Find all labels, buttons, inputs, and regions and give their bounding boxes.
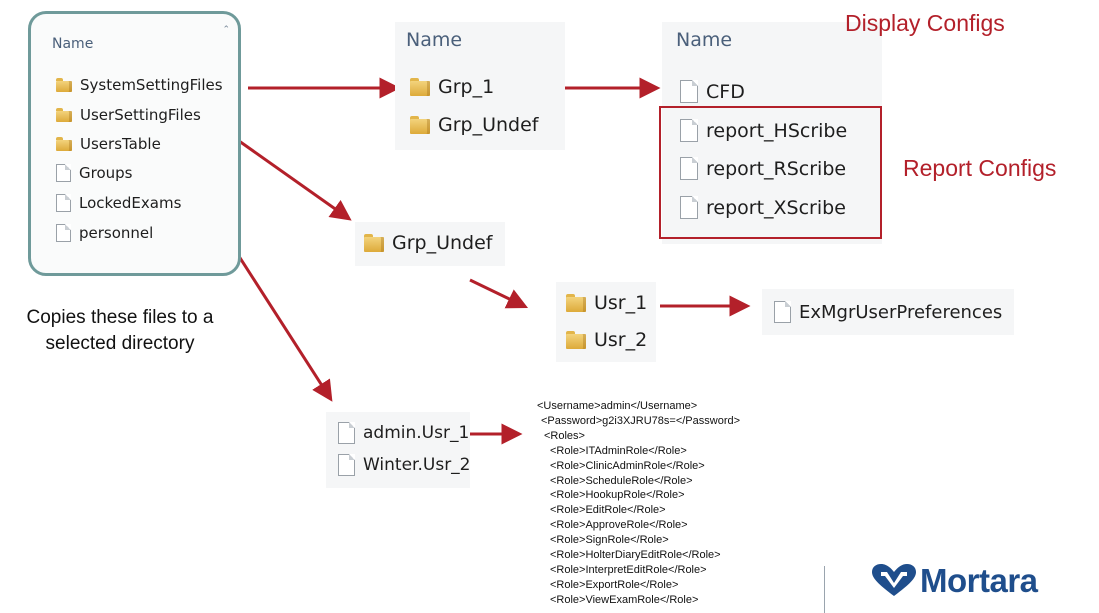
file-icon bbox=[680, 157, 698, 180]
xml-line: <Role>HolterDiaryEditRole</Role> bbox=[550, 549, 721, 562]
file-report-hscribe[interactable]: report_HScribe bbox=[680, 119, 847, 142]
arrow-grpundef-to-usr bbox=[469, 278, 529, 309]
file-admin-usr1[interactable]: admin.Usr_1 bbox=[338, 422, 469, 444]
xml-line: <Username>admin</Username> bbox=[537, 400, 698, 412]
xml-line: <Role>ClinicAdminRole</Role> bbox=[550, 459, 705, 472]
preferences-panel bbox=[762, 289, 1014, 335]
xml-line: <Role>ITAdminRole</Role> bbox=[550, 444, 687, 457]
file-icon bbox=[56, 164, 71, 182]
xml-line: <Role>ViewExamRole</Role> bbox=[550, 593, 699, 606]
folder-icon bbox=[56, 137, 72, 152]
logo-text: Mortara bbox=[920, 562, 1038, 599]
explorer-item-personnel[interactable]: personnel bbox=[56, 224, 153, 242]
folder-icon bbox=[566, 294, 586, 312]
explorer-item-usersettingfiles[interactable]: UserSettingFiles bbox=[56, 106, 201, 124]
file-icon bbox=[680, 80, 698, 103]
file-exmgr-user-preferences[interactable]: ExMgrUserPreferences bbox=[774, 301, 1002, 323]
mortara-logo: Mortara bbox=[870, 562, 1038, 600]
file-report-xscribe[interactable]: report_XScribe bbox=[680, 196, 846, 219]
file-report-rscribe[interactable]: report_RScribe bbox=[680, 157, 846, 180]
folder-grp1[interactable]: Grp_1 bbox=[410, 76, 494, 98]
xml-snippet: <Username>admin</Username> <Password>g2i3… bbox=[537, 399, 740, 608]
xml-line: <Role>SignRole</Role> bbox=[550, 534, 669, 547]
folder-icon bbox=[566, 331, 586, 349]
file-icon bbox=[338, 422, 355, 444]
file-icon bbox=[56, 194, 71, 212]
folder-icon bbox=[56, 108, 72, 123]
xml-line: <Role>ScheduleRole</Role> bbox=[550, 474, 693, 487]
logo-divider bbox=[824, 566, 825, 613]
xml-line: <Password>g2i3XJRU78s=</Password> bbox=[541, 414, 741, 427]
xml-line: <Roles> bbox=[544, 429, 585, 442]
explorer-name-header[interactable]: Name bbox=[52, 36, 94, 52]
xml-line: <Role>EditRole</Role> bbox=[550, 504, 666, 517]
xml-line: <Role>HookupRole</Role> bbox=[550, 489, 685, 502]
explorer-item-userstable[interactable]: UsersTable bbox=[56, 135, 161, 153]
explorer-item-lockedexams[interactable]: LockedExams bbox=[56, 194, 181, 212]
xml-line: <Role>ExportRole</Role> bbox=[550, 578, 679, 591]
display-configs-label: Display Configs bbox=[845, 10, 1005, 36]
folder-icon bbox=[410, 116, 430, 134]
folder-usr2[interactable]: Usr_2 bbox=[566, 329, 647, 351]
heart-logo-icon bbox=[872, 564, 916, 596]
file-winter-usr2[interactable]: Winter.Usr_2 bbox=[338, 454, 471, 476]
xml-line: <Role>ApproveRole</Role> bbox=[550, 519, 688, 532]
file-cfd[interactable]: CFD bbox=[680, 80, 745, 103]
file-icon bbox=[774, 301, 791, 323]
folder-icon bbox=[410, 78, 430, 96]
explorer-item-groups[interactable]: Groups bbox=[56, 164, 132, 182]
folder-grp-undef-copy[interactable]: Grp_Undef bbox=[364, 232, 492, 254]
file-icon bbox=[680, 119, 698, 142]
group-name-header[interactable]: Name bbox=[406, 29, 463, 51]
config-name-header[interactable]: Name bbox=[676, 29, 733, 51]
sort-chevron-icon[interactable]: ⌃ bbox=[222, 24, 230, 34]
report-configs-box bbox=[659, 106, 882, 239]
copy-caption: Copies these files to a selected directo… bbox=[26, 307, 214, 354]
file-icon bbox=[56, 224, 71, 242]
config-panel bbox=[662, 22, 882, 244]
report-configs-label: Report Configs bbox=[903, 155, 1057, 181]
xml-line: <Role>InterpretEditRole</Role> bbox=[550, 563, 707, 576]
folder-icon bbox=[364, 234, 384, 252]
explorer-item-systemsettingfiles[interactable]: SystemSettingFiles bbox=[56, 76, 223, 94]
folder-grp-undef[interactable]: Grp_Undef bbox=[410, 114, 538, 136]
file-icon bbox=[338, 454, 355, 476]
file-icon bbox=[680, 196, 698, 219]
folder-icon bbox=[56, 78, 72, 93]
folder-usr1[interactable]: Usr_1 bbox=[566, 292, 647, 314]
